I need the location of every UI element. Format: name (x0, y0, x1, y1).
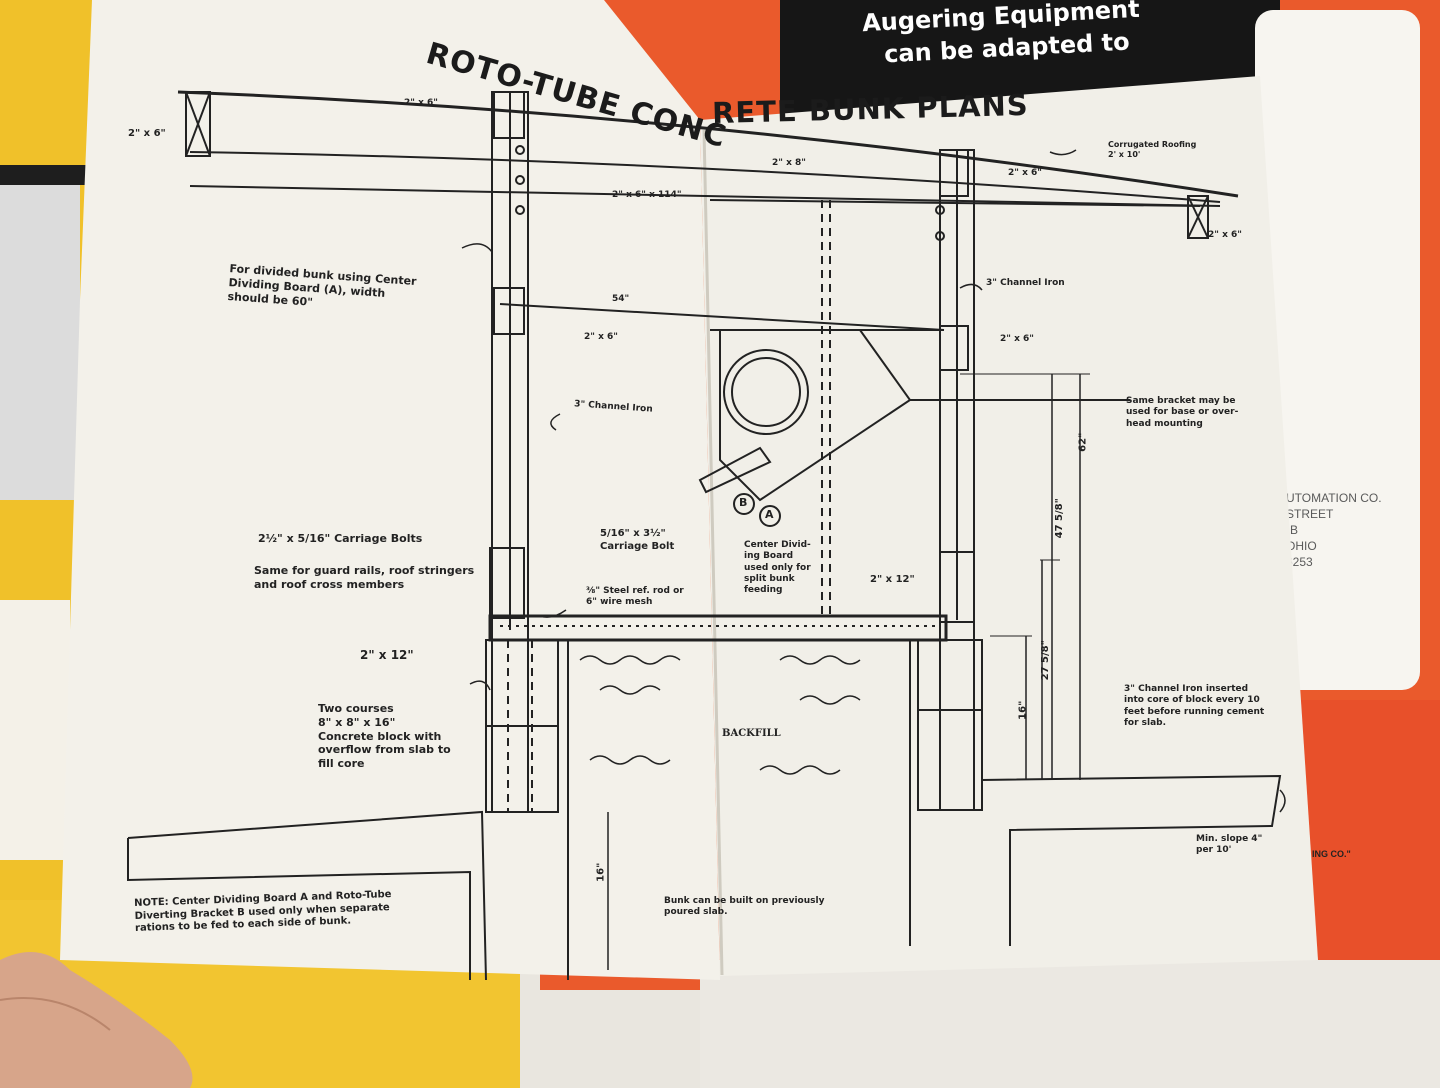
marker-b: B (739, 496, 748, 509)
label-top-2x8: 2" x 8" (772, 158, 806, 168)
eave-left-board (185, 91, 211, 157)
eave-right-board (1187, 195, 1209, 239)
label-right-2x6: 2" x 6" (1000, 334, 1034, 344)
brochure-black-band (0, 165, 95, 185)
brochure-photo-strip (0, 170, 80, 500)
roof-top-line (177, 90, 1239, 198)
label-dim-54: 54" (612, 294, 630, 304)
ground-left-slab (127, 838, 471, 980)
label-channel-right: 3" Channel Iron (986, 278, 1065, 288)
backfill-texture (579, 655, 861, 775)
right-post-bracket-top (939, 149, 969, 197)
roto-tube (723, 349, 809, 435)
left-page (60, 0, 720, 980)
label-bunk-previous: Bunk can be built on previously poured s… (664, 896, 825, 918)
marker-a-circle (759, 505, 781, 527)
right-post-bracket-mid (939, 325, 969, 371)
company-address: UTOMATION CO. STREET -B OHIO 6253 (1286, 491, 1382, 569)
marker-b-circle (733, 493, 755, 515)
brochure-photo-lower (0, 600, 70, 860)
label-steel-rod: ⅜" Steel ref. rod or 6" wire mesh (586, 586, 684, 608)
label-board-left-2x12: 2" x 12" (360, 648, 414, 662)
label-board-right-2x12: 2" x 12" (870, 574, 915, 585)
label-mid-left-2x6: 2" x 6" (584, 332, 618, 342)
label-roof-left-2x6: 2" x 6" (404, 98, 438, 108)
label-carriage-bolt-mid: 5/16" x 3½" Carriage Bolt (600, 528, 675, 552)
label-backfill: BACKFILL (722, 728, 781, 739)
roof-beam-line (189, 185, 1221, 207)
label-corrugated: Corrugated Roofing 2' x 10' (1108, 140, 1197, 159)
label-concrete-block: Two courses 8" x 8" x 16" Concrete block… (318, 702, 451, 770)
table-surface (700, 960, 1440, 1088)
right-page (700, 76, 1318, 976)
label-eave-left-2x6: 2" x 6" (128, 128, 166, 139)
right-block-column (917, 639, 983, 811)
label-min-slope: Min. slope 4" per 10' (1196, 834, 1263, 856)
roof-lower-line (189, 151, 1221, 203)
trough-bracket (719, 329, 912, 502)
left-post-bracket-top (493, 91, 525, 139)
label-beam-2x6x114: 2" x 6" x 114" (612, 190, 682, 200)
marker-a: A (765, 508, 774, 521)
label-carriage-bolts: 2½" x 5/16" Carriage Bolts (258, 532, 423, 545)
orange-lower-right (1300, 700, 1440, 1000)
label-center-board: Center Divid- ing Board used only for sp… (744, 540, 811, 595)
label-top-right-2x6: 2" x 6" (1008, 168, 1042, 178)
right-post-bracket-low (939, 551, 975, 623)
label-eave-right-2x6: 2" x 6" (1208, 230, 1242, 240)
left-post-bracket-low (489, 547, 525, 619)
label-same-bracket: Same bracket may be used for base or ove… (1126, 396, 1239, 429)
left-post-bracket-mid (493, 287, 525, 335)
book-spine (702, 129, 724, 976)
ground-left (127, 810, 487, 981)
ground-right (981, 774, 1282, 946)
company-footer: ING CO." (1312, 849, 1351, 859)
label-channel-insert: 3" Channel Iron inserted into core of bl… (1124, 684, 1265, 728)
label-same-for-guard: Same for guard rails, roof stringers and… (254, 564, 475, 591)
